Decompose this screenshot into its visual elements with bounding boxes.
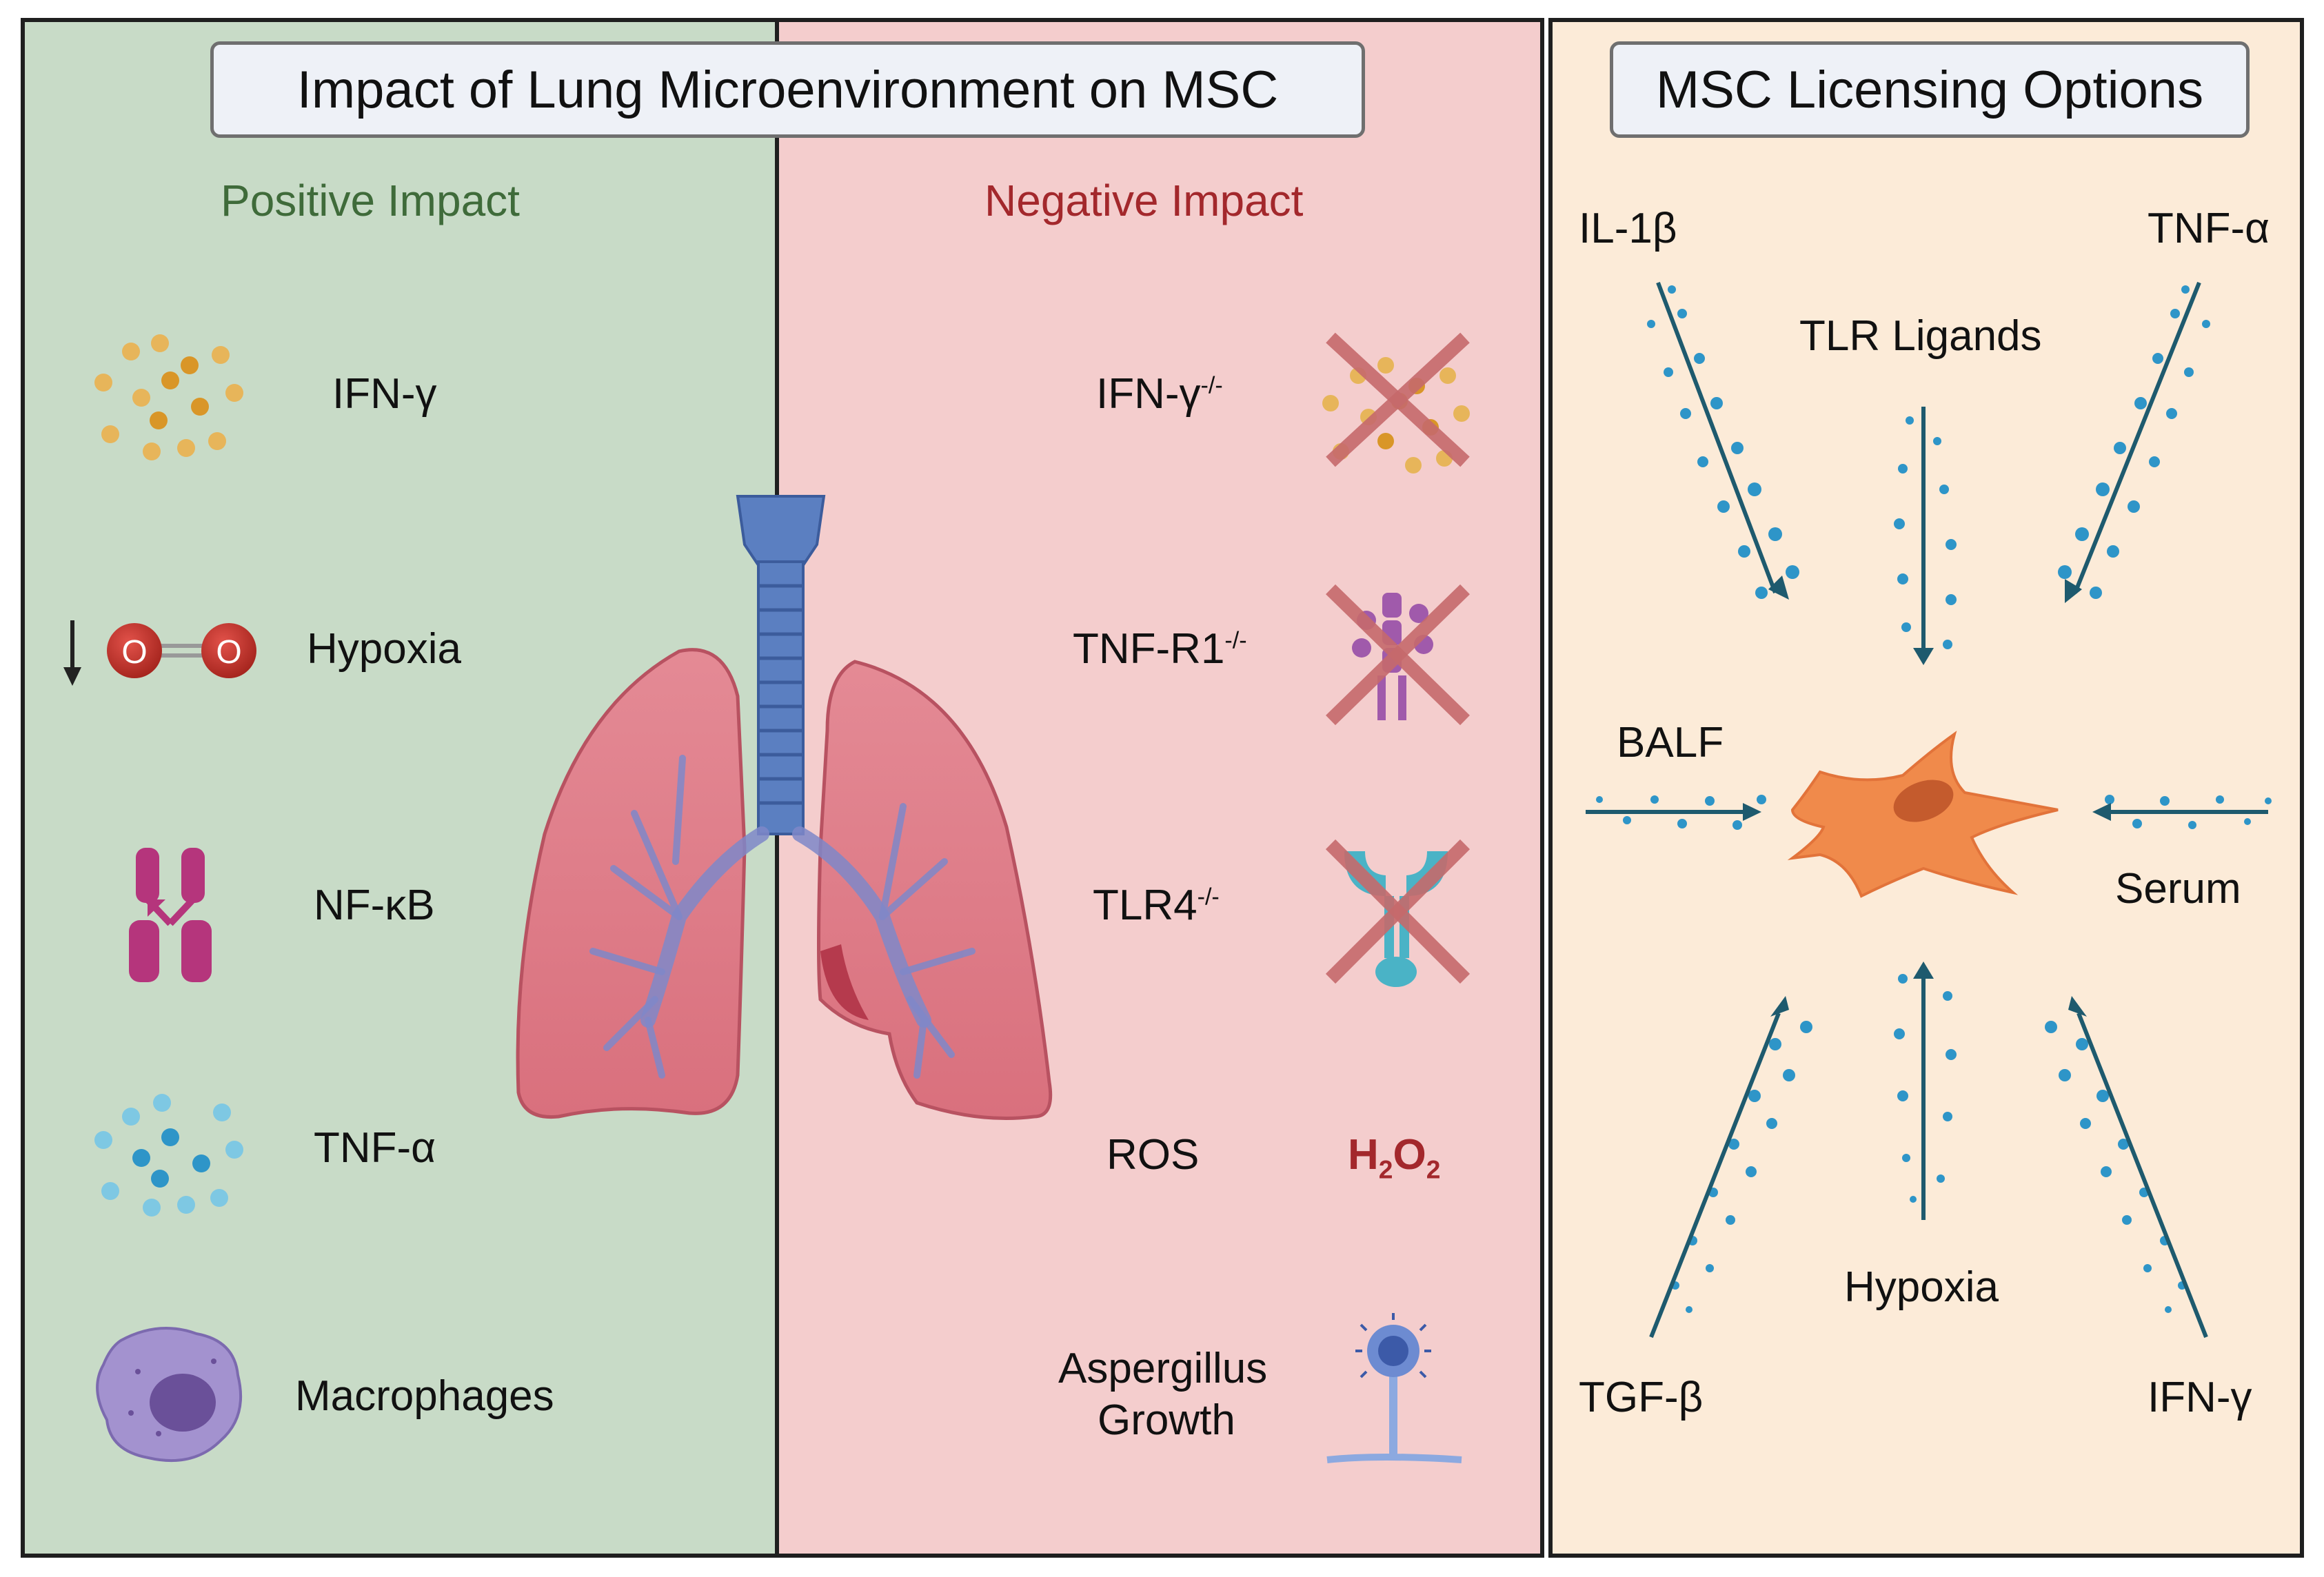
- tnf-r1-knockout-icon: [1326, 584, 1470, 726]
- tnf-r1-ko-base: TNF-R1: [1073, 625, 1225, 673]
- label-tnf-r1-ko: TNF-R1-/-: [1073, 624, 1247, 673]
- label-ifn-gamma: IFN-γ: [332, 370, 437, 418]
- tnfa-arrow: [2058, 281, 2210, 603]
- label-growth: Growth: [1098, 1396, 1235, 1444]
- lung-microenvironment-title: Impact of Lung Microenvironment on MSC: [210, 41, 1365, 138]
- tlr4-knockout-icon: [1325, 839, 1471, 987]
- ifn-gamma-particles-icon: [94, 334, 243, 460]
- tnf-alpha-particles-icon: [94, 1094, 243, 1217]
- positive-impact-heading: Positive Impact: [221, 176, 520, 225]
- ifn-gamma-knockout-icon: [1322, 332, 1470, 474]
- label-macrophages: Macrophages: [295, 1372, 554, 1420]
- label-tnfa-right: TNF-α: [2148, 205, 2270, 252]
- label-h2o2: H2O2: [1348, 1130, 1440, 1184]
- label-hypoxia-right: Hypoxia: [1844, 1263, 1999, 1311]
- label-tlr-ligands: TLR Ligands: [1799, 312, 2042, 360]
- label-tnf-alpha: TNF-α: [314, 1124, 436, 1172]
- macrophage-cell-icon: [96, 1327, 243, 1463]
- msc-cell-icon: [1787, 731, 2059, 898]
- balf-arrow: [1586, 795, 1766, 830]
- ifng-arrow: [2045, 996, 2208, 1339]
- oxygen-atom-label-1: O: [121, 634, 147, 671]
- ifn-gamma-ko-sup: -/-: [1200, 372, 1223, 399]
- ifn-gamma-ko-base: IFN-γ: [1096, 370, 1201, 418]
- lungs-illustration: [516, 495, 1053, 1120]
- label-hypoxia: Hypoxia: [307, 625, 461, 673]
- label-ifn-gamma-ko: IFN-γ-/-: [1096, 369, 1223, 418]
- tgfb-arrow: [1649, 996, 1812, 1339]
- h2o2-o: O: [1393, 1131, 1426, 1179]
- oxygen-molecule-icon: O O: [107, 623, 256, 678]
- licensing-options-title: MSC Licensing Options: [1610, 41, 2250, 138]
- h2o2-sub2: 2: [1426, 1154, 1441, 1184]
- label-tlr4-ko: TLR4-/-: [1093, 881, 1220, 930]
- label-balf: BALF: [1617, 719, 1724, 766]
- label-nf-kb: NF-κB: [314, 882, 435, 929]
- tlr4-ko-sup: -/-: [1197, 884, 1220, 910]
- down-arrow-icon: [63, 620, 81, 686]
- label-tgfb: TGF-β: [1579, 1374, 1704, 1421]
- label-ifng-right: IFN-γ: [2148, 1374, 2252, 1421]
- tlr-ligands-arrow: [1894, 407, 1957, 665]
- tnf-r1-ko-sup: -/-: [1224, 627, 1247, 654]
- il1b-arrow: [1647, 281, 1799, 600]
- label-aspergillus: Aspergillus: [1058, 1345, 1268, 1392]
- label-il1b: IL-1β: [1579, 205, 1677, 252]
- serum-arrow: [2092, 795, 2272, 829]
- licensing-arrows: [1586, 281, 2272, 1339]
- tlr4-ko-base: TLR4: [1093, 882, 1198, 929]
- label-serum: Serum: [2115, 865, 2241, 913]
- nf-kb-protein-icon: [129, 848, 212, 982]
- negative-impact-heading: Negative Impact: [984, 176, 1304, 225]
- label-ros: ROS: [1107, 1131, 1200, 1179]
- h2o2-sub1: 2: [1378, 1154, 1393, 1184]
- hypoxia-arrow: [1894, 962, 1957, 1220]
- oxygen-atom-label-2: O: [216, 634, 241, 671]
- h2o2-h: H: [1348, 1131, 1379, 1179]
- aspergillus-icon: [1326, 1313, 1462, 1463]
